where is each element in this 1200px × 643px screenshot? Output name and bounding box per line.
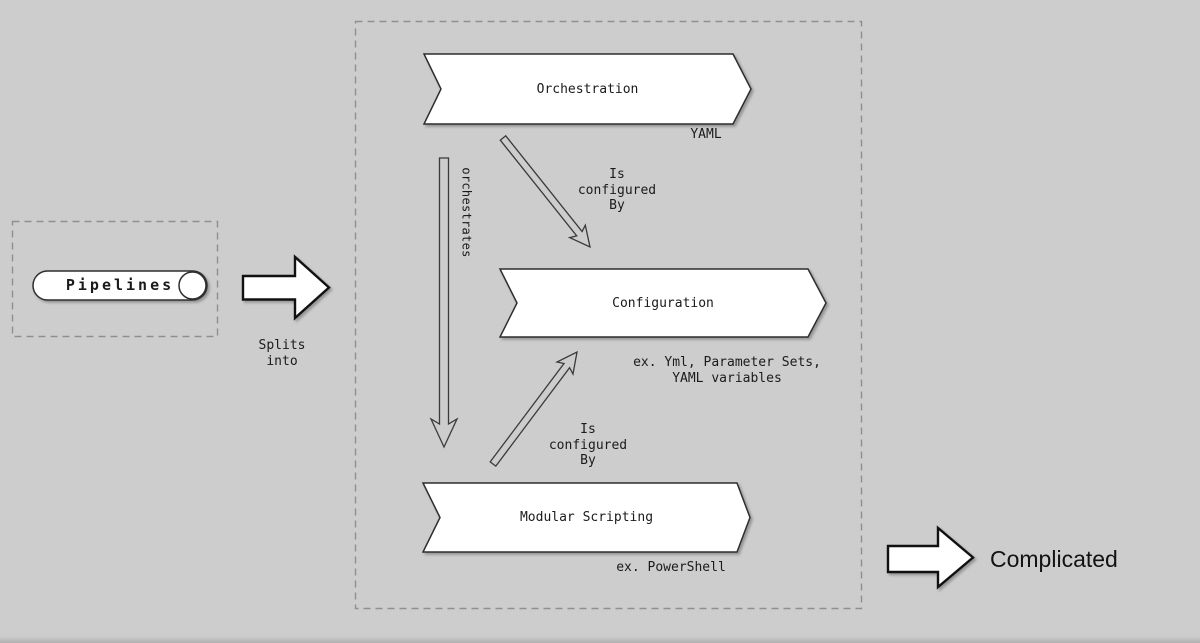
pipelines-shape bbox=[32, 270, 208, 301]
modular-scripting-banner bbox=[421, 482, 751, 553]
source-group-box bbox=[11, 220, 219, 338]
orchestration-banner bbox=[422, 53, 752, 125]
splits-into-caption: Splits into bbox=[258, 338, 306, 369]
complicated-arrow-icon bbox=[886, 525, 975, 590]
orchestration-label: Orchestration bbox=[536, 81, 639, 97]
bottom-edge-shadow bbox=[0, 636, 1200, 643]
complicated-label: Complicated bbox=[990, 546, 1118, 572]
powershell-caption: ex. PowerShell bbox=[616, 560, 726, 575]
pipelines-label: Pipelines bbox=[65, 276, 175, 294]
configured-by-arrow-down-icon bbox=[499, 134, 591, 249]
configured-by-arrow-up-icon bbox=[489, 350, 578, 468]
orchestrates-label: orchestrates bbox=[459, 167, 474, 258]
pipeline-group-box bbox=[354, 20, 863, 610]
orchestrates-arrow-icon bbox=[429, 157, 459, 449]
configured-by-caption-bottom: Is configured By bbox=[548, 422, 628, 468]
configured-by-caption-top: Is configured By bbox=[577, 167, 657, 213]
splits-into-arrow-icon bbox=[241, 254, 331, 321]
modular-scripting-label: Modular Scripting bbox=[519, 510, 654, 525]
configuration-banner bbox=[498, 268, 827, 338]
configuration-label: Configuration bbox=[612, 295, 714, 311]
configuration-caption: ex. Yml, Parameter Sets, YAML variables bbox=[633, 355, 821, 386]
orchestration-caption: YAML bbox=[690, 127, 722, 142]
